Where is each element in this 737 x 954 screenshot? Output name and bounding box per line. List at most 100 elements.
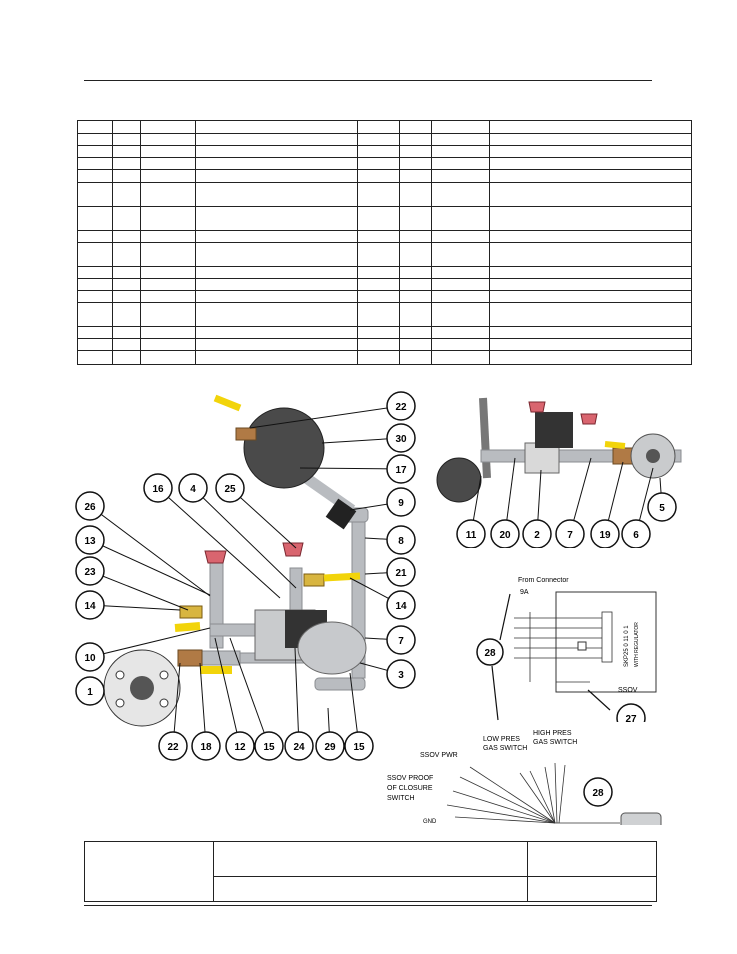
- callout-bubble: [191, 731, 221, 761]
- low-pres-label-1: LOW PRES: [483, 736, 520, 743]
- table-cell: [431, 120, 490, 134]
- inlet-flange: [103, 649, 181, 727]
- callout-label: 11: [466, 530, 477, 541]
- table-cell: [399, 290, 432, 303]
- table-cell: [112, 290, 141, 303]
- table-cell: [399, 302, 432, 327]
- title-block-divider-2: [527, 842, 528, 901]
- callout-label: 30: [395, 434, 407, 445]
- table-cell: [195, 157, 358, 170]
- table-cell: [357, 182, 400, 207]
- callout-bubble: [386, 659, 416, 689]
- table-cell: [489, 206, 692, 231]
- table-cell: [140, 278, 196, 291]
- table-cell: [489, 157, 692, 170]
- callout-label: 8: [398, 536, 404, 547]
- callout-bubble: [284, 731, 314, 761]
- table-cell: [195, 350, 358, 365]
- ssov-box-text: SKP25 0 11 0 1: [624, 625, 630, 667]
- callout-label: 1: [87, 687, 93, 698]
- table-cell: [77, 133, 113, 146]
- inlet-ball-valve: [177, 649, 203, 667]
- bottom-bend: [314, 677, 366, 691]
- table-cell: [489, 169, 692, 183]
- table-row: [77, 182, 692, 207]
- callout-bubble: [75, 525, 105, 555]
- table-cell: [112, 350, 141, 365]
- callout-27-label: 27: [625, 714, 637, 722]
- table-cell: [399, 206, 432, 231]
- callout-28-wiring-label: 28: [484, 648, 496, 659]
- table-cell: [357, 206, 400, 231]
- table-cell: [399, 326, 432, 339]
- callout-label: 15: [353, 742, 365, 753]
- high-pressure-switch-icon: [282, 542, 304, 557]
- table-cell: [140, 302, 196, 327]
- callout-leader: [229, 487, 297, 549]
- table-cell: [399, 157, 432, 170]
- table-cell: [195, 182, 358, 207]
- table-cell: [489, 290, 692, 303]
- table-cell: [77, 278, 113, 291]
- table-cell: [489, 350, 692, 365]
- wire-bundle: [514, 611, 613, 683]
- callout-leader: [229, 637, 270, 747]
- vent-ball-valve: [235, 427, 257, 441]
- table-cell: [357, 290, 400, 303]
- callout-label: 20: [499, 530, 511, 541]
- callout-label: 15: [263, 742, 275, 753]
- pressure-switch-small-a: [528, 401, 546, 413]
- table-cell: [195, 326, 358, 339]
- table-cell: [489, 266, 692, 279]
- table-cell: [140, 206, 196, 231]
- high-pres-label-2: GAS SWITCH: [533, 739, 577, 746]
- callout-label: 6: [633, 530, 639, 541]
- table-cell: [195, 133, 358, 146]
- table-row: [77, 169, 692, 183]
- callout-label: 3: [398, 670, 404, 681]
- callout-label: 17: [395, 465, 407, 476]
- table-cell: [489, 182, 692, 207]
- callout-bubble: [75, 642, 105, 672]
- ssov-outline: [555, 591, 657, 693]
- gnd-label: GND: [423, 819, 437, 825]
- table-cell: [357, 242, 400, 267]
- callout-bubble: [647, 492, 677, 522]
- callout-bubble: [178, 473, 208, 503]
- table-cell: [399, 350, 432, 365]
- table-cell: [77, 120, 113, 134]
- callout-28-wiring: [476, 638, 504, 666]
- table-cell: [112, 157, 141, 170]
- table-cell: [357, 120, 400, 134]
- table-cell: [140, 290, 196, 303]
- callout-label: 24: [293, 742, 305, 753]
- ball-valve-handle-left: [174, 622, 201, 632]
- table-row: [77, 157, 692, 170]
- table-cell: [77, 350, 113, 365]
- callout-label: 9: [398, 498, 404, 509]
- table-cell: [431, 145, 490, 158]
- callout-bubble: [254, 731, 284, 761]
- table-cell: [489, 242, 692, 267]
- table-cell: [489, 278, 692, 291]
- table-cell: [140, 133, 196, 146]
- table-cell: [77, 145, 113, 158]
- table-cell: [112, 145, 141, 158]
- callout-bubble: [456, 519, 486, 548]
- table-cell: [489, 120, 692, 134]
- table-cell: [112, 338, 141, 351]
- table-cell: [431, 157, 490, 170]
- callout-bubble: [621, 519, 651, 548]
- table-cell: [112, 266, 141, 279]
- table-cell: [399, 242, 432, 267]
- footer-rule: [84, 905, 652, 906]
- table-cell: [140, 145, 196, 158]
- table-cell: [77, 230, 113, 243]
- table-cell: [140, 157, 196, 170]
- table-cell: [112, 182, 141, 207]
- callout-bubble: [158, 731, 188, 761]
- table-cell: [431, 290, 490, 303]
